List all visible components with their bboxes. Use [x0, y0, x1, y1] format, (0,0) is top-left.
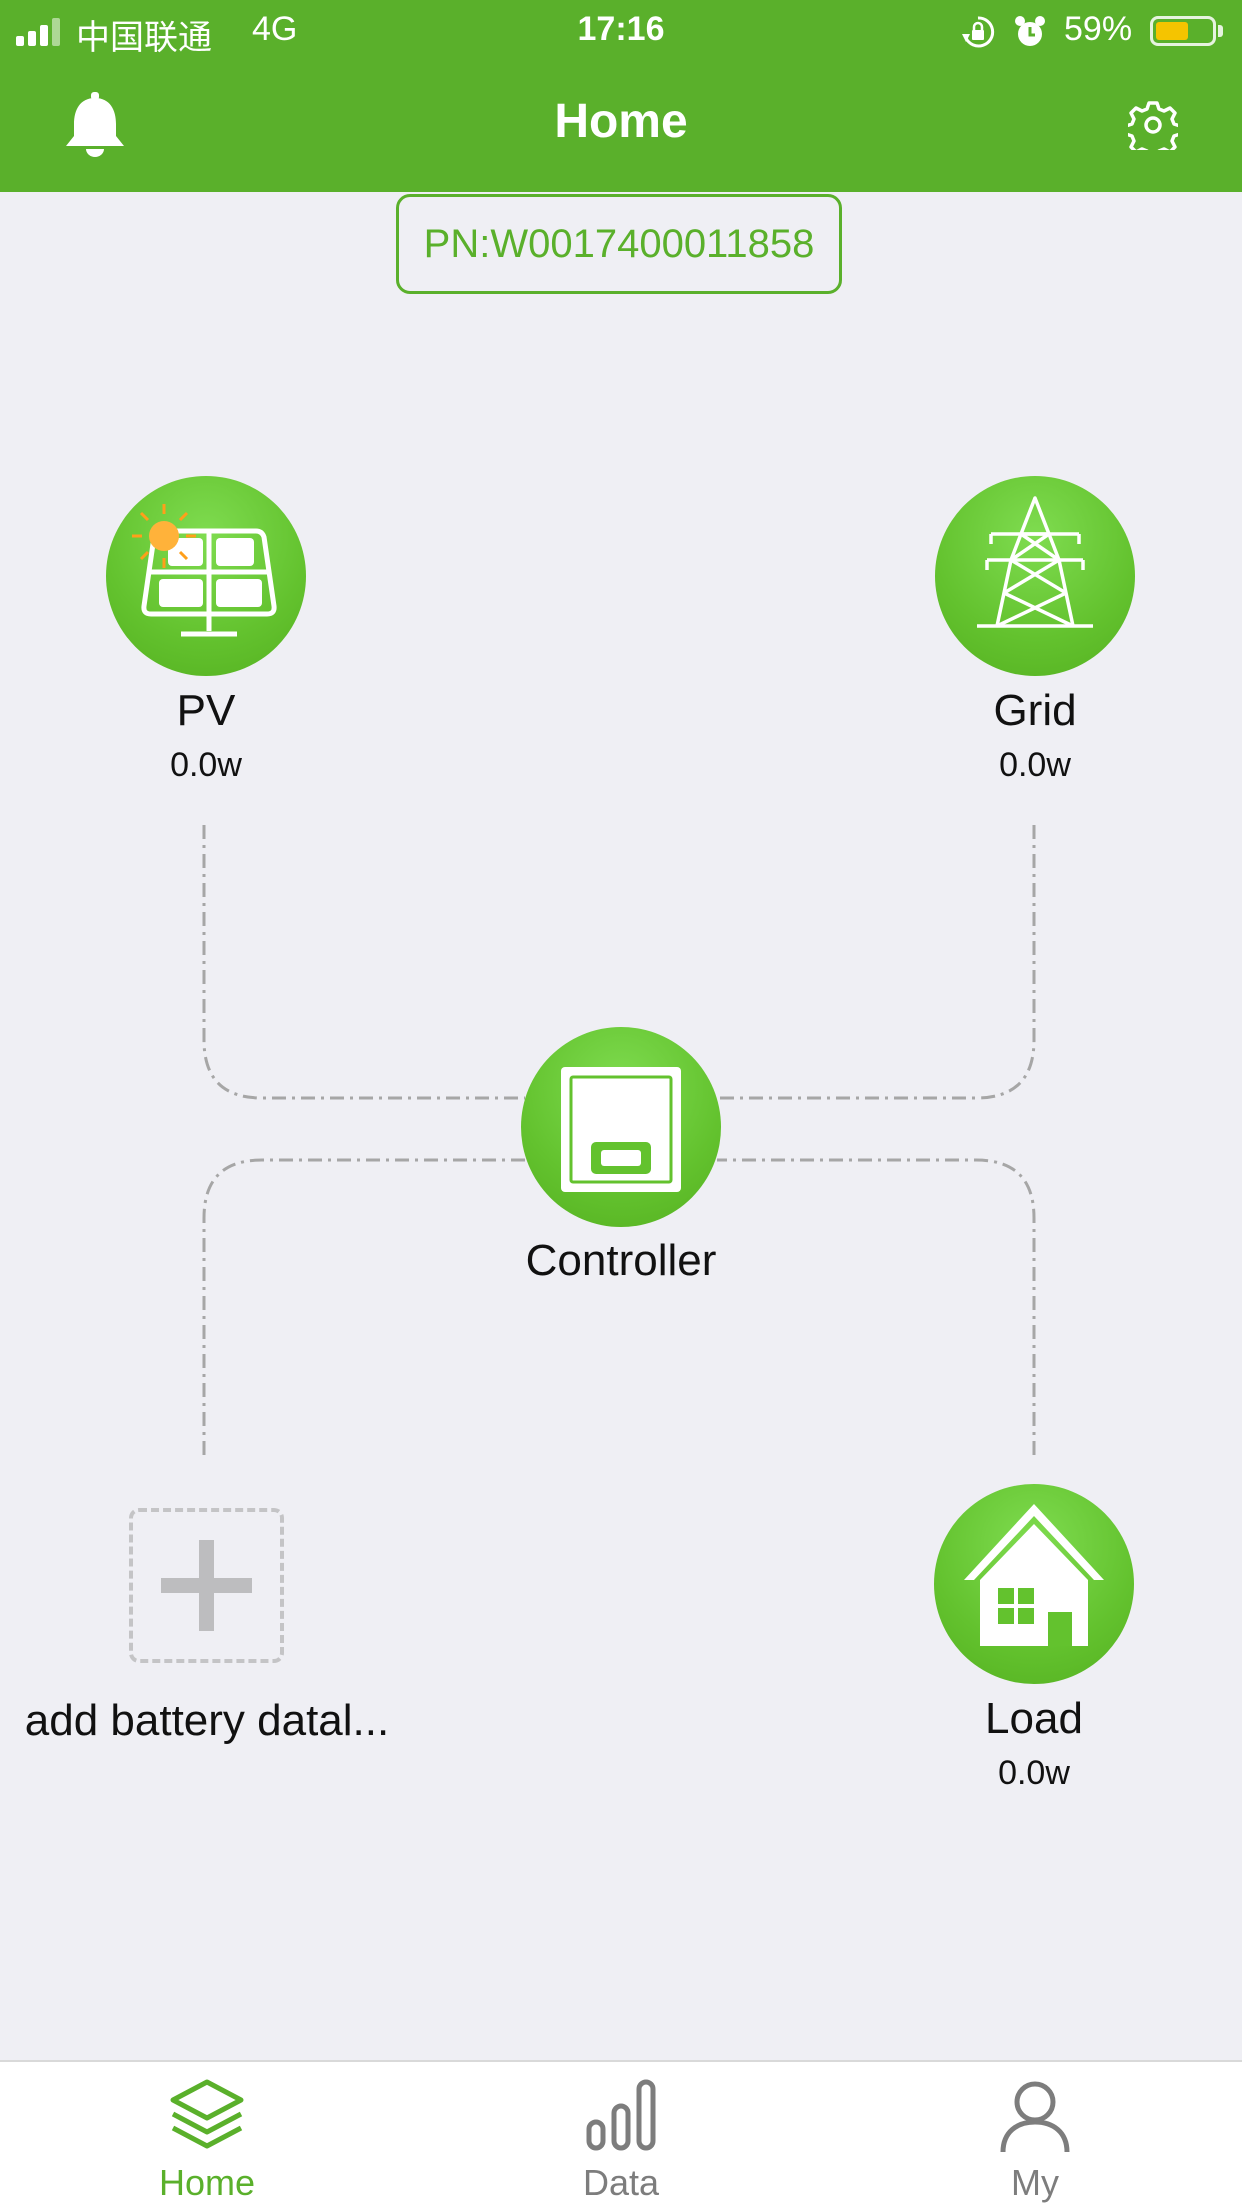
load-value: 0.0w: [998, 1754, 1070, 1792]
status-time: 17:16: [577, 10, 665, 48]
tab-my-label: My: [1011, 2162, 1059, 2203]
controller-node[interactable]: [521, 1027, 721, 1227]
device-pn-label[interactable]: PN:W0017400011858: [396, 194, 842, 294]
tab-home[interactable]: Home: [0, 2062, 414, 2210]
load-label: Load: [985, 1694, 1083, 1743]
tab-data-label: Data: [582, 2162, 660, 2203]
pv-value: 0.0w: [170, 746, 242, 784]
add-battery-label[interactable]: add battery datal...: [24, 1696, 390, 1745]
pv-label: PV: [176, 686, 236, 735]
status-bar: 中国联通 4G 17:16 59%: [0, 0, 1242, 64]
grid-node[interactable]: [935, 476, 1135, 676]
header-bar: Home: [0, 64, 1242, 192]
tab-data[interactable]: Data: [414, 2062, 828, 2210]
bar-chart-icon: [586, 2079, 656, 2151]
power-tower-icon: [977, 496, 1093, 628]
signal-strength-icon: [16, 18, 60, 46]
tab-bar: Home Data My: [0, 2060, 1242, 2210]
grid-value: 0.0w: [999, 746, 1071, 784]
carrier-name: 中国联通: [76, 19, 212, 57]
battery-fill: [1156, 22, 1188, 40]
battery-icon: [1150, 16, 1216, 46]
network-type: 4G: [252, 10, 298, 48]
controller-label: Controller: [525, 1236, 717, 1285]
bell-icon[interactable]: [62, 90, 128, 158]
orientation-lock-icon: [962, 16, 995, 48]
grid-label: Grid: [993, 686, 1077, 735]
page-title: Home: [554, 95, 688, 148]
layers-icon: [170, 2079, 244, 2149]
plus-icon: [161, 1540, 252, 1631]
house-icon: [964, 1504, 1104, 1646]
tab-home-label: Home: [158, 2162, 256, 2203]
gear-icon[interactable]: [1128, 100, 1178, 150]
pv-node[interactable]: [106, 476, 306, 676]
controller-icon: [561, 1067, 681, 1192]
tab-my[interactable]: My: [828, 2062, 1242, 2210]
load-node[interactable]: [934, 1484, 1134, 1684]
add-battery-button[interactable]: [129, 1508, 284, 1663]
user-icon: [1000, 2081, 1070, 2153]
alarm-icon: [1015, 16, 1045, 46]
battery-tip: [1218, 25, 1223, 37]
solar-panel-icon: [132, 504, 277, 637]
battery-percent: 59%: [1064, 10, 1133, 48]
